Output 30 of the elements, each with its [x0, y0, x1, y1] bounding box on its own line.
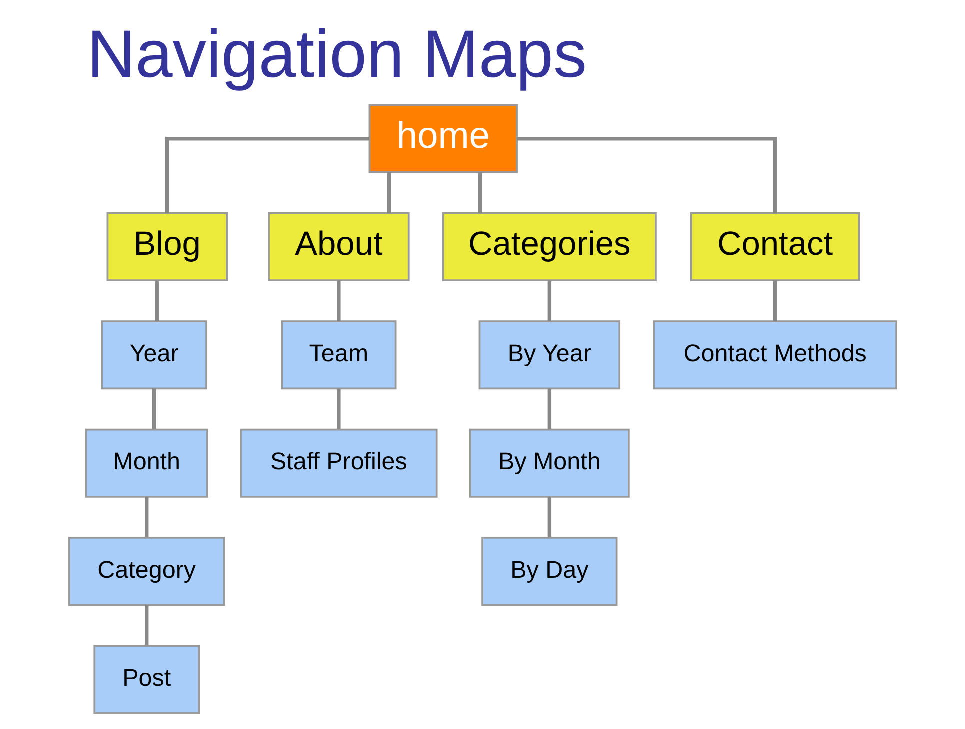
connector [154, 280, 158, 322]
connector [386, 172, 391, 214]
node-box: Contact Methods [652, 320, 897, 390]
node-box: By Day [481, 537, 618, 606]
node-box: About [268, 212, 410, 282]
connector [144, 496, 148, 538]
node-box: home [368, 104, 518, 174]
connector [478, 172, 482, 214]
node-box: Category [68, 537, 225, 606]
node-box: Blog [106, 212, 228, 282]
connector [772, 280, 777, 322]
connector [547, 388, 552, 430]
connector [547, 280, 552, 322]
node-box: By Month [468, 428, 630, 498]
connector [144, 605, 148, 646]
node-box: Year [100, 320, 207, 390]
diagram-title: Navigation Maps [86, 16, 587, 92]
connector [516, 136, 777, 214]
connector [336, 280, 340, 322]
node-box: Staff Profiles [240, 428, 438, 498]
node-box: Categories [442, 212, 656, 282]
connector [152, 388, 156, 430]
connector [547, 496, 552, 538]
node-box: Month [84, 428, 208, 498]
node-box: Post [93, 645, 200, 714]
connector [165, 136, 369, 214]
node-box: Team [280, 320, 396, 390]
connector [336, 388, 340, 430]
node-box: Contact [690, 212, 860, 282]
node-box: By Year [478, 320, 620, 390]
